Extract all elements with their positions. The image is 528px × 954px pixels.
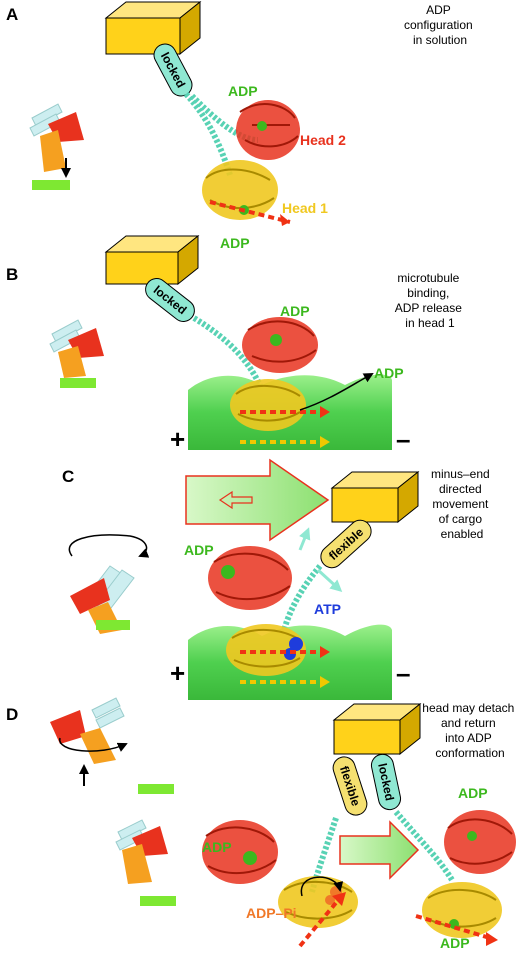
panel-caption: microtubule binding, ADP release in head…	[395, 271, 466, 330]
schematic-kinesin	[115, 819, 176, 906]
head-2-right	[444, 810, 516, 874]
panel-letter: D	[6, 705, 18, 724]
label-adp: ADP	[280, 303, 310, 319]
head-1	[230, 379, 330, 431]
minus-end-label: –	[396, 658, 410, 688]
label-head-2: Head 2	[300, 132, 346, 148]
label-adp-left: ADP	[202, 839, 232, 855]
plus-end-label: +	[170, 424, 185, 454]
label-adp: ADP	[228, 83, 258, 99]
schematic-microtubule	[60, 378, 96, 388]
label-adp-bottom: ADP	[220, 235, 250, 251]
minus-end-label: –	[396, 424, 410, 454]
head-2	[208, 546, 292, 610]
schematic-microtubule	[32, 180, 70, 190]
panel-caption: minus–end directed movement of cargo ena…	[431, 467, 493, 541]
cargo-box	[104, 234, 200, 286]
schematic-kinesin-detach	[50, 697, 174, 794]
head-2-left	[202, 820, 278, 884]
panel-a: A ADP configuration in solution locked	[6, 0, 476, 251]
stalk-locked: locked	[153, 43, 193, 97]
schematic-kinesin	[49, 319, 104, 388]
panel-letter: A	[6, 5, 18, 24]
movement-arrow	[185, 458, 330, 542]
plus-end-label: +	[170, 658, 185, 688]
panel-d: D head may detach and return into ADP co…	[6, 697, 517, 951]
stalk-flexible: flexible	[320, 519, 372, 569]
panel-letter: C	[62, 467, 74, 486]
head-1-right	[422, 882, 502, 938]
panel-c: C minus–end directed movement of cargo e…	[62, 458, 493, 700]
schematic-kinesin	[29, 103, 84, 190]
panel-caption: ADP configuration in solution	[404, 3, 476, 47]
schematic-microtubule	[140, 896, 176, 906]
transition-arrow	[339, 820, 420, 880]
atp-molecule	[289, 637, 303, 651]
stalk-flexible: flexible	[332, 756, 368, 816]
label-adp-right-top: ADP	[458, 785, 488, 801]
cargo-box	[104, 0, 202, 56]
label-adp-right-bottom: ADP	[440, 935, 470, 951]
panel-b: B microtubule binding, ADP release in he…	[6, 234, 466, 454]
label-head-1: Head 1	[282, 200, 328, 216]
head-1	[202, 160, 291, 226]
cargo-box	[330, 470, 420, 524]
head-2	[242, 317, 318, 373]
stalk-locked: locked	[370, 753, 402, 811]
label-adp-released: ADP	[374, 365, 404, 381]
schematic-kinesin	[68, 534, 150, 634]
schematic-microtubule	[96, 620, 130, 630]
label-adp: ADP	[184, 542, 214, 558]
panel-caption: head may detach and return into ADP conf…	[422, 701, 517, 760]
head-2	[236, 100, 300, 160]
panel-letter: B	[6, 265, 18, 284]
label-adp-pi: ADP–Pi	[246, 905, 297, 921]
schematic-microtubule	[138, 784, 174, 794]
label-atp: ATP	[314, 601, 341, 617]
cargo-box	[332, 702, 422, 756]
